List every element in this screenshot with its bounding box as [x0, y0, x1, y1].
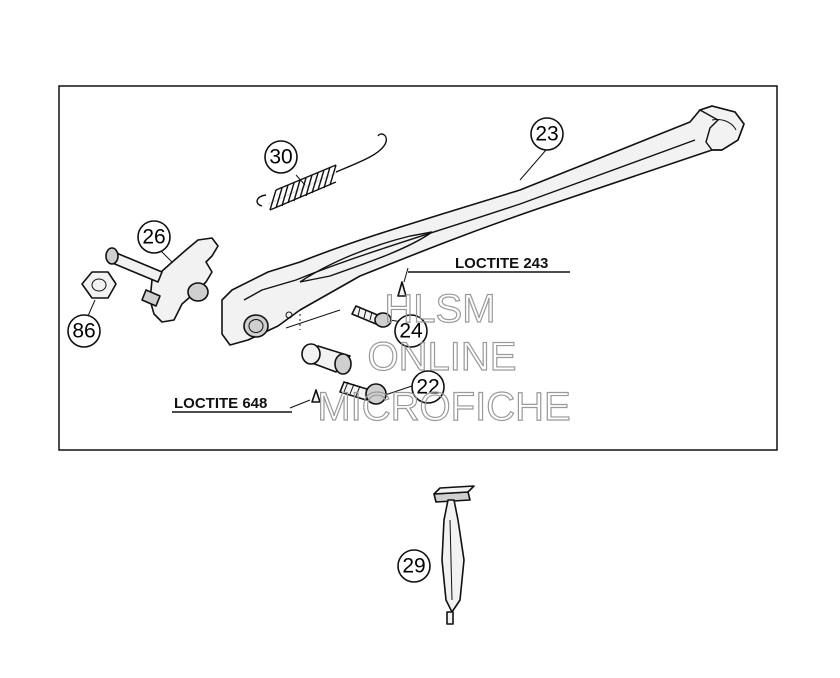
- loctite-648-text: LOCTITE 648: [174, 395, 267, 412]
- callout-30-text: 30: [269, 146, 292, 169]
- callout-29[interactable]: 29: [397, 549, 431, 583]
- loctite-243-label: LOCTITE 243: [408, 255, 570, 273]
- callout-86-text: 86: [72, 320, 95, 343]
- callout-26-text: 26: [142, 226, 165, 249]
- watermark-line-2: ONLINE: [368, 335, 517, 379]
- callout-24-text: 24: [399, 320, 423, 343]
- callout-22-text: 22: [416, 376, 439, 399]
- callout-23-text: 23: [535, 123, 558, 146]
- callout-23[interactable]: 23: [530, 117, 564, 151]
- bushing-bolt-22: [301, 343, 387, 405]
- stand-spring: [256, 133, 388, 211]
- watermark-line-3: MICROFICHE: [317, 385, 570, 429]
- callout-86[interactable]: 86: [67, 314, 101, 348]
- side-stand-leg: [221, 105, 745, 346]
- watermark: HLSM ONLINE MICROFICHE: [317, 286, 572, 429]
- callout-29-text: 29: [402, 555, 425, 578]
- stand-bracket: [105, 237, 219, 323]
- callout-22[interactable]: 22: [411, 370, 445, 404]
- leader-lines: [87, 149, 547, 409]
- loctite-243-text: LOCTITE 243: [455, 255, 548, 272]
- watermark-line-1: HLSM: [384, 287, 495, 331]
- hex-nut: [81, 271, 117, 299]
- callout-30[interactable]: 30: [264, 140, 298, 174]
- screw-24: [351, 281, 407, 328]
- stand-tool: [433, 485, 475, 625]
- loctite-648-label: LOCTITE 648: [172, 395, 292, 413]
- callout-26[interactable]: 26: [137, 220, 171, 254]
- callout-24[interactable]: 24: [394, 314, 428, 348]
